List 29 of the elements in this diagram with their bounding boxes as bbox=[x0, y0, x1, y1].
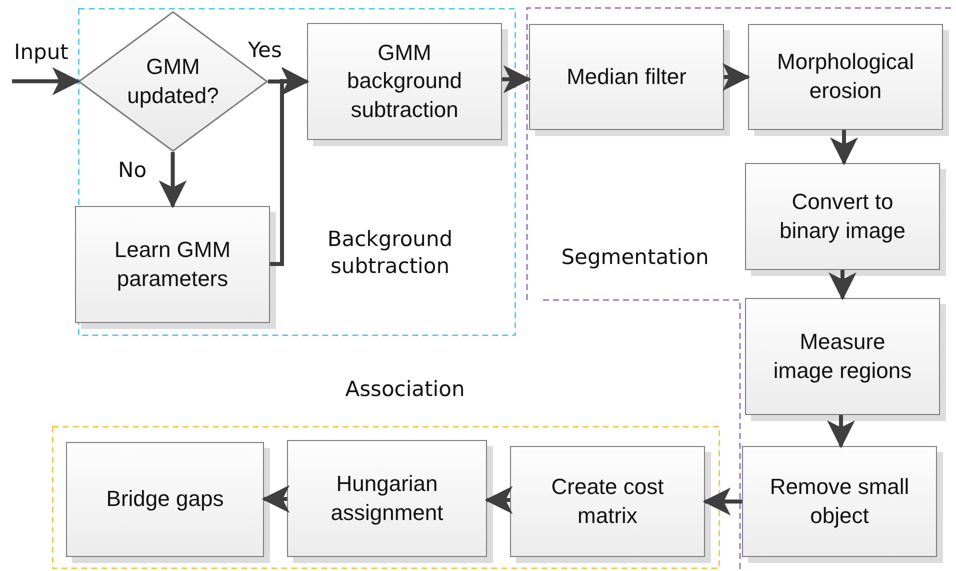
decision-text: GMM updated? bbox=[126, 52, 220, 110]
edge-label: No bbox=[118, 158, 147, 182]
process-text: Convert to binary image bbox=[778, 188, 906, 245]
process-text: Remove small object bbox=[768, 472, 910, 530]
process-text: Median filter bbox=[566, 62, 688, 91]
process-text: Morphological erosion bbox=[776, 48, 915, 105]
group-label: Association bbox=[344, 376, 466, 403]
process-text: Hungarian assignment bbox=[330, 470, 444, 527]
arrow bbox=[702, 488, 742, 516]
arrow bbox=[502, 65, 532, 94]
process-text: Bridge gaps bbox=[105, 485, 225, 514]
arrow bbox=[722, 63, 750, 91]
process-text: GMM background subtraction bbox=[346, 38, 463, 124]
edge-label: Yes bbox=[248, 38, 282, 62]
process-text: Learn GMM parameters bbox=[113, 236, 232, 293]
process-text: Measure image regions bbox=[772, 328, 913, 385]
arrow bbox=[827, 415, 855, 448]
arrow bbox=[12, 67, 80, 96]
arrow bbox=[158, 152, 187, 208]
arrow bbox=[828, 270, 856, 300]
arrow bbox=[270, 67, 310, 266]
arrow bbox=[830, 130, 858, 166]
group-label: Background subtraction bbox=[326, 226, 454, 280]
arrow bbox=[262, 485, 290, 513]
group-label: Segmentation bbox=[560, 244, 710, 271]
edge-label: Input bbox=[14, 40, 68, 64]
process-text: Create cost matrix bbox=[550, 472, 665, 530]
group-outline bbox=[78, 8, 516, 336]
arrow bbox=[484, 486, 513, 514]
